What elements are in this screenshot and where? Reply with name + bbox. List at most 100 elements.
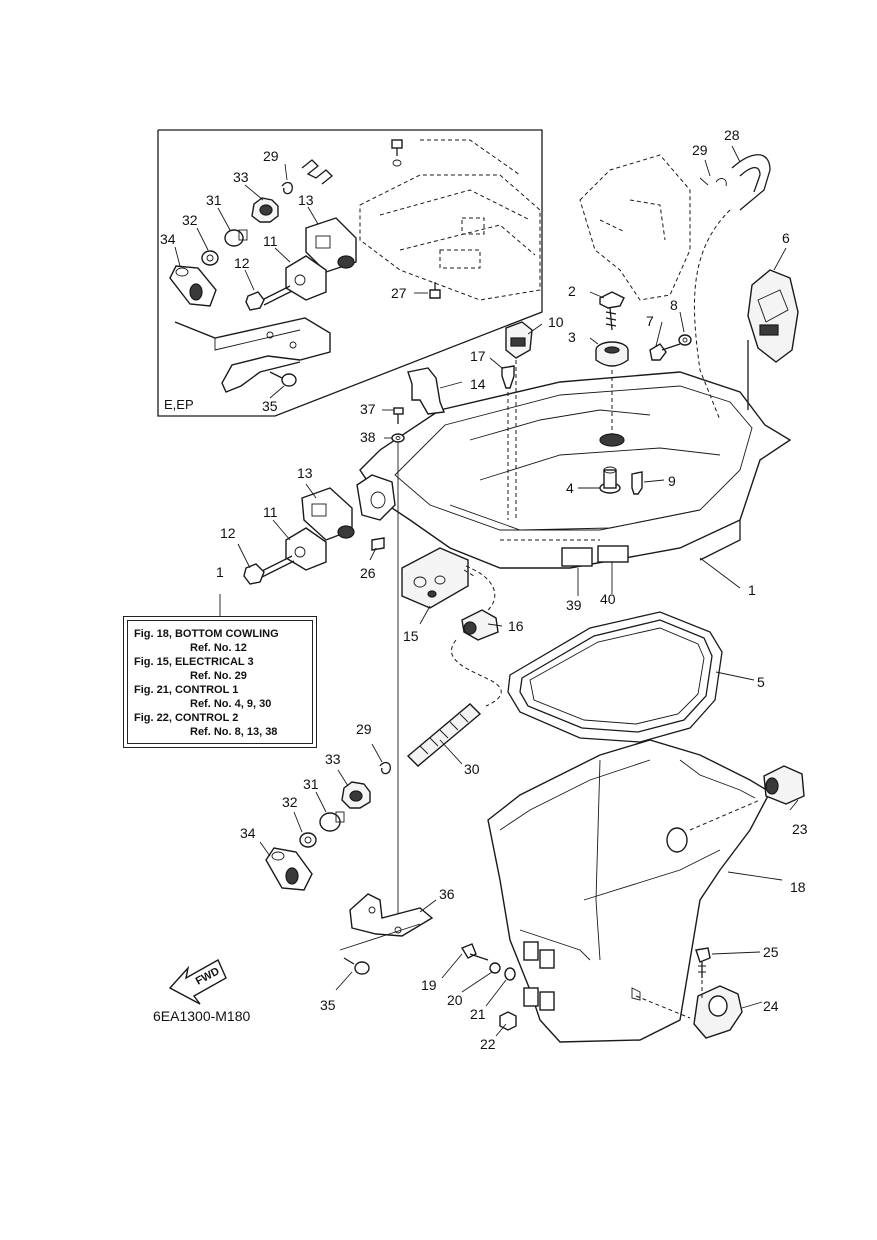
callout-29: 29 <box>692 142 708 158</box>
callout-11-inset: 11 <box>263 233 278 249</box>
part-17 <box>501 365 515 520</box>
part-15 <box>401 547 475 609</box>
callout-26: 26 <box>360 565 376 581</box>
callout-4: 4 <box>566 480 574 496</box>
fwd-arrow-icon: FWD <box>168 959 227 1005</box>
part-26 <box>371 537 385 551</box>
ref-no-12: Ref. No. 12 <box>190 642 247 654</box>
ref-fig-18: Fig. 18, BOTTOM COWLING <box>134 628 279 640</box>
callout-34-inset: 34 <box>160 231 176 247</box>
inset-label: E,EP <box>164 397 194 412</box>
callout-16: 16 <box>508 618 524 634</box>
callout-30: 30 <box>464 761 480 777</box>
callout-11: 11 <box>263 504 278 520</box>
callout-13-inset: 13 <box>298 192 314 208</box>
callout-7: 7 <box>646 313 654 329</box>
part-21 <box>504 967 516 981</box>
reference-note-inner: Fig. 18, BOTTOM COWLING Ref. No. 12 Fig.… <box>127 620 313 744</box>
inset-bracket <box>174 317 331 393</box>
callout-37: 37 <box>360 401 376 417</box>
part-20 <box>489 962 501 974</box>
inset-part-32 <box>201 250 219 266</box>
inset-part-13 <box>305 217 357 273</box>
inset-part-34 <box>169 265 217 307</box>
part-9 <box>631 471 643 495</box>
part-32 <box>299 832 317 848</box>
callout-35: 35 <box>320 997 336 1013</box>
callout-25: 25 <box>763 944 779 960</box>
callout-18: 18 <box>790 879 806 895</box>
ref-no-8-13-38: Ref. No. 8, 13, 38 <box>190 726 278 738</box>
callout-1: 1 <box>748 582 756 598</box>
part-3 <box>595 341 629 447</box>
part-33 <box>341 781 371 809</box>
callout-24: 24 <box>763 998 779 1014</box>
callout-6: 6 <box>782 230 790 246</box>
callout-28: 28 <box>724 127 740 143</box>
part-37 <box>393 407 404 424</box>
callout-29-lower: 29 <box>356 721 372 737</box>
part-19 <box>460 943 489 961</box>
callout-27: 27 <box>391 285 407 301</box>
callout-14: 14 <box>470 376 486 392</box>
part-34 <box>265 847 313 891</box>
ref-fig-21: Fig. 21, CONTROL 1 <box>134 684 239 696</box>
inset-part-27 <box>429 282 441 299</box>
callout-21: 21 <box>470 1006 486 1022</box>
ref-fig-15: Fig. 15, ELECTRICAL 3 <box>134 656 254 668</box>
part-2 <box>599 291 625 331</box>
part-31 <box>319 811 345 832</box>
callout-31-inset: 31 <box>206 192 222 208</box>
ref-no-29: Ref. No. 29 <box>190 670 247 682</box>
inset-leaders <box>174 163 428 399</box>
callout-19: 19 <box>421 977 437 993</box>
part-36 <box>339 893 434 951</box>
callout-34: 34 <box>240 825 256 841</box>
ref-no-4-9-30: Ref. No. 4, 9, 30 <box>190 698 272 710</box>
callout-13: 13 <box>297 465 313 481</box>
part-18 <box>487 739 771 1043</box>
inset-top-screw <box>391 139 403 167</box>
inset-part-35 <box>269 371 297 387</box>
leaders <box>219 145 799 1037</box>
callout-32: 32 <box>282 794 298 810</box>
part-29-lower <box>379 761 391 775</box>
callout-12: 12 <box>220 525 236 541</box>
part-13 <box>301 487 355 541</box>
part-35 <box>343 957 370 975</box>
callout-33: 33 <box>325 751 341 767</box>
part-38 <box>391 433 405 443</box>
callout-32-inset: 32 <box>182 212 198 228</box>
callout-23: 23 <box>792 821 808 837</box>
callout-10: 10 <box>548 314 564 330</box>
cable-path <box>451 565 502 707</box>
callout-9: 9 <box>668 473 676 489</box>
callouts: 29 33 31 32 34 13 11 12 27 35 28 29 6 2 … <box>153 127 808 1052</box>
part-23 <box>763 765 805 805</box>
inset-part-33 <box>251 197 279 223</box>
callout-29-inset: 29 <box>263 148 279 164</box>
callout-38: 38 <box>360 429 376 445</box>
callout-15: 15 <box>403 628 419 644</box>
callout-22: 22 <box>480 1036 496 1052</box>
inset-part-31 <box>224 229 248 247</box>
part-5 <box>507 611 723 743</box>
callout-35-inset: 35 <box>262 398 278 414</box>
inset-part-12 <box>245 285 293 311</box>
callout-2: 2 <box>568 283 576 299</box>
inset-part-29 <box>281 159 333 195</box>
callout-33-inset: 33 <box>233 169 249 185</box>
callout-40: 40 <box>600 591 616 607</box>
inset-frame <box>157 129 543 417</box>
bottom-cowling <box>359 371 792 569</box>
inset-engine-block <box>359 139 541 301</box>
part-22 <box>499 1011 517 1031</box>
part-16 <box>461 609 499 641</box>
engine-ghost <box>579 154 727 301</box>
callout-36: 36 <box>439 886 455 902</box>
reference-note-box: Fig. 18, BOTTOM COWLING Ref. No. 12 Fig.… <box>123 616 317 748</box>
callout-17: 17 <box>470 348 486 364</box>
drawing-code: 6EA1300-M180 <box>153 1008 251 1024</box>
part-12 <box>243 555 295 585</box>
